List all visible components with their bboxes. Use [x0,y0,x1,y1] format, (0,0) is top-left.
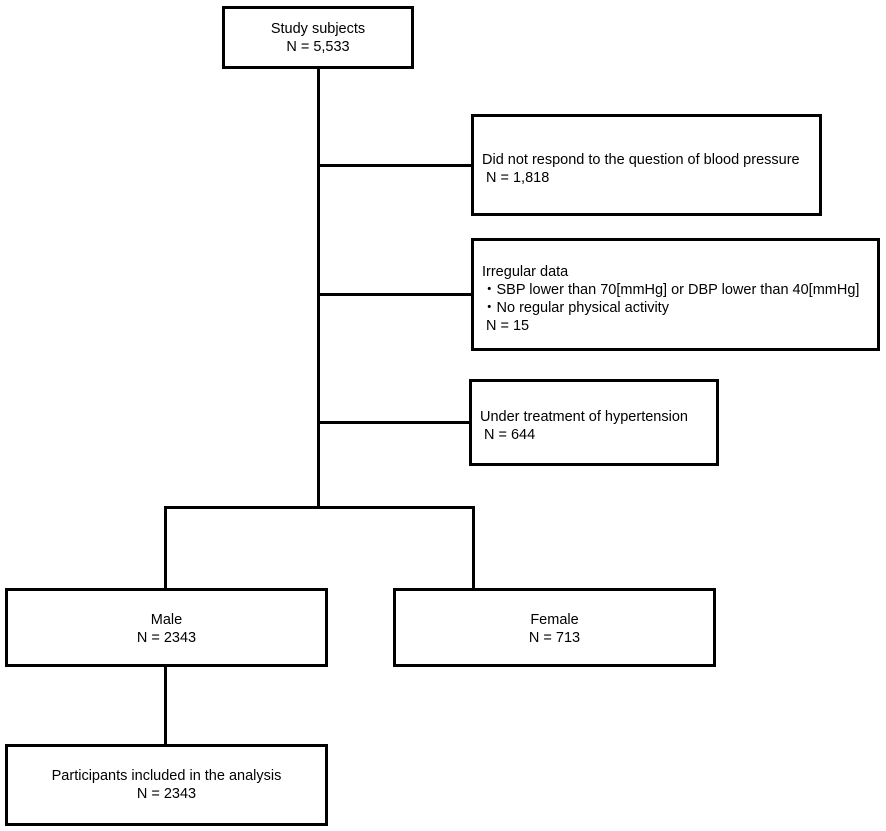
exclusion-box-no-response: Did not respond to the question of blood… [471,114,822,216]
study-subjects-count: N = 5,533 [286,39,350,55]
male-box: Male N = 2343 [5,588,328,667]
connector-to-male [164,506,167,590]
female-count: N = 713 [528,630,581,646]
exclusion-2-title: Irregular data [482,264,569,280]
male-count: N = 2343 [136,630,197,646]
exclusion-2-count: N = 15 [486,318,530,334]
connector-exclusion-2 [317,293,473,296]
connector-to-female [472,506,475,590]
connector-exclusion-1 [317,164,473,167]
connector-exclusion-3 [317,421,469,424]
female-title: Female [530,612,579,628]
exclusion-3-count: N = 644 [484,427,536,443]
analysis-box: Participants included in the analysis N … [5,744,328,826]
analysis-title: Participants included in the analysis [51,768,282,784]
exclusion-box-hypertension-treatment: Under treatment of hypertension N = 644 [469,379,719,466]
exclusion-box-irregular-data: Irregular data ・SBP lower than 70[mmHg] … [471,238,880,351]
connector-male-to-analysis [164,665,167,745]
female-box: Female N = 713 [393,588,716,667]
connector-split-horizontal [164,506,475,509]
analysis-count: N = 2343 [136,786,197,802]
exclusion-2-criterion-activity: ・No regular physical activity [482,300,669,316]
study-subjects-box: Study subjects N = 5,533 [222,6,414,69]
study-subjects-title: Study subjects [270,21,366,37]
exclusion-2-criterion-bp: ・SBP lower than 70[mmHg] or DBP lower th… [482,282,860,298]
connector-main-trunk [317,67,320,508]
exclusion-1-reason: Did not respond to the question of blood… [482,152,800,168]
exclusion-1-count: N = 1,818 [486,170,550,186]
exclusion-3-reason: Under treatment of hypertension [480,409,688,425]
male-title: Male [150,612,183,628]
